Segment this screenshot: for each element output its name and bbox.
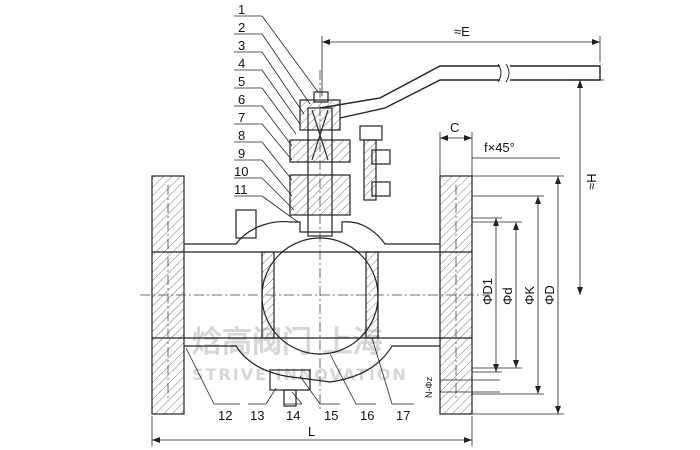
dim-label-K: ΦK bbox=[522, 286, 537, 305]
dimension-lines bbox=[151, 36, 604, 446]
callout-1: 1 bbox=[238, 2, 245, 17]
callout-3: 3 bbox=[238, 38, 245, 53]
callout-group-bottom: 12 13 14 15 16 17 bbox=[218, 408, 410, 423]
dim-label-L: L bbox=[308, 424, 315, 439]
center-lines bbox=[140, 70, 490, 410]
callout-2: 2 bbox=[238, 20, 245, 35]
dim-label-E: ≈E bbox=[454, 24, 470, 39]
callout-10: 10 bbox=[234, 164, 248, 179]
dimension-arrows bbox=[152, 39, 600, 443]
watermark-cn: 焓高阀门 上海 bbox=[192, 325, 382, 360]
callout-13: 13 bbox=[250, 408, 264, 423]
dim-label-NZ: N-Φz bbox=[424, 376, 434, 398]
valve-body-outline bbox=[151, 63, 601, 415]
callout-6: 6 bbox=[238, 92, 245, 107]
callout-4: 4 bbox=[238, 56, 245, 71]
callout-11: 11 bbox=[234, 182, 248, 197]
leader-lines-left bbox=[234, 15, 319, 223]
callout-17: 17 bbox=[396, 408, 410, 423]
dim-label-D1: ΦD1 bbox=[480, 278, 495, 305]
callout-5: 5 bbox=[238, 74, 245, 89]
callout-group-left: 1 2 3 4 5 6 7 8 9 10 11 bbox=[234, 2, 248, 197]
callout-16: 16 bbox=[360, 408, 374, 423]
dim-label-D: ΦD bbox=[542, 285, 557, 305]
dim-label-chamfer: f×45° bbox=[484, 140, 515, 155]
leader-lines-bottom bbox=[185, 337, 414, 405]
callout-9: 9 bbox=[238, 146, 245, 161]
callout-12: 12 bbox=[218, 408, 232, 423]
callout-14: 14 bbox=[286, 408, 300, 423]
watermark-en: STRIVE INNOVATION bbox=[192, 365, 408, 384]
callout-7: 7 bbox=[238, 110, 245, 125]
dim-label-C: C bbox=[450, 120, 459, 135]
dim-label-d: Φd bbox=[500, 287, 515, 305]
callout-8: 8 bbox=[238, 128, 245, 143]
dim-label-H: ≈H bbox=[584, 173, 599, 190]
callout-15: 15 bbox=[324, 408, 338, 423]
